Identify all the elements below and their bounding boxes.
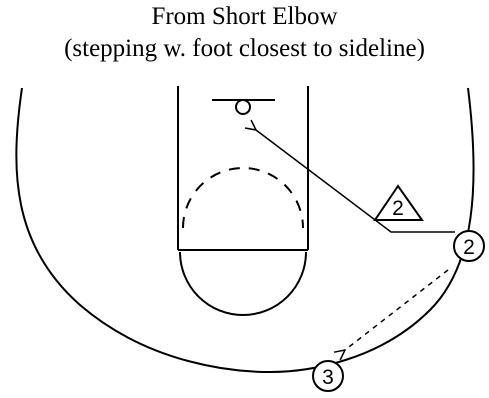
defender-2-marker: 2 — [373, 184, 424, 221]
three-point-arc — [15, 87, 475, 374]
free-throw-circle-solid — [179, 251, 307, 316]
diagram-title-line-1: From Short Elbow — [151, 3, 338, 30]
diagram-title-line-2: (stepping w. foot closest to sideline) — [64, 35, 425, 62]
rim — [235, 99, 251, 115]
offense-player-3-marker: 3 — [312, 360, 344, 392]
offense-player-3-label: 3 — [322, 366, 334, 389]
defender-2-label: 2 — [392, 197, 404, 220]
free-throw-circle-dashed — [182, 167, 304, 229]
pass-path — [345, 269, 449, 350]
offense-player-2-label: 2 — [463, 236, 475, 259]
offense-player-2-marker: 2 — [453, 230, 485, 262]
cut-path — [256, 130, 455, 233]
